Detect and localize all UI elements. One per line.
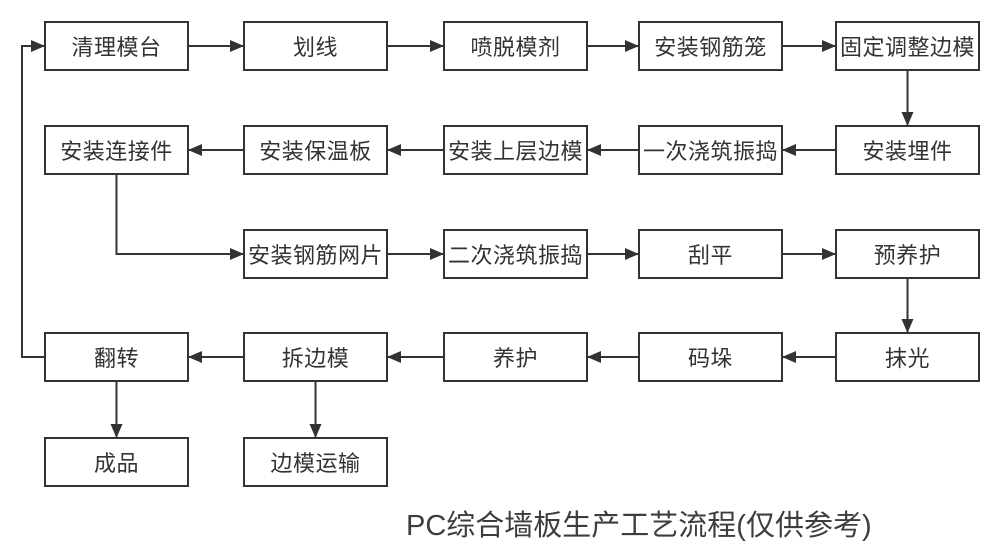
flow-node-second-pour-vibrate: 二次浇筑振捣 [443,229,588,279]
flow-node-remove-side-forms: 拆边模 [243,332,388,382]
arrow-flipping-to-clean-mold-platform-loop [21,40,45,358]
flow-node-curing: 养护 [443,332,588,382]
flow-node-install-insulation-board: 安装保温板 [243,125,388,175]
flow-node-first-pour-vibrate: 一次浇筑振捣 [638,125,783,175]
diagram-caption: PC综合墙板生产工艺流程(仅供参考) [406,510,872,542]
flow-node-install-connectors: 安装连接件 [44,125,189,175]
flow-node-install-rebar-mesh: 安装钢筋网片 [243,229,388,279]
flow-node-install-upper-side-forms: 安装上层边模 [443,125,588,175]
arrow-install-connectors-to-install-rebar-mesh [115,175,244,260]
flow-node-stacking: 码垛 [638,332,783,382]
flow-node-spray-release-agent: 喷脱模剂 [443,21,588,71]
flow-node-clean-mold-platform: 清理模台 [44,21,189,71]
flow-node-pre-curing: 预养护 [835,229,980,279]
flow-node-marking: 划线 [243,21,388,71]
flow-node-polishing: 抹光 [835,332,980,382]
flow-node-screeding: 刮平 [638,229,783,279]
flow-node-install-embedded-parts: 安装埋件 [835,125,980,175]
flow-node-fix-adjust-side-forms: 固定调整边模 [835,21,980,71]
flow-node-install-rebar-cage: 安装钢筋笼 [638,21,783,71]
flow-node-flipping: 翻转 [44,332,189,382]
flow-node-finished-product: 成品 [44,437,189,487]
flow-node-side-form-transport: 边模运输 [243,437,388,487]
